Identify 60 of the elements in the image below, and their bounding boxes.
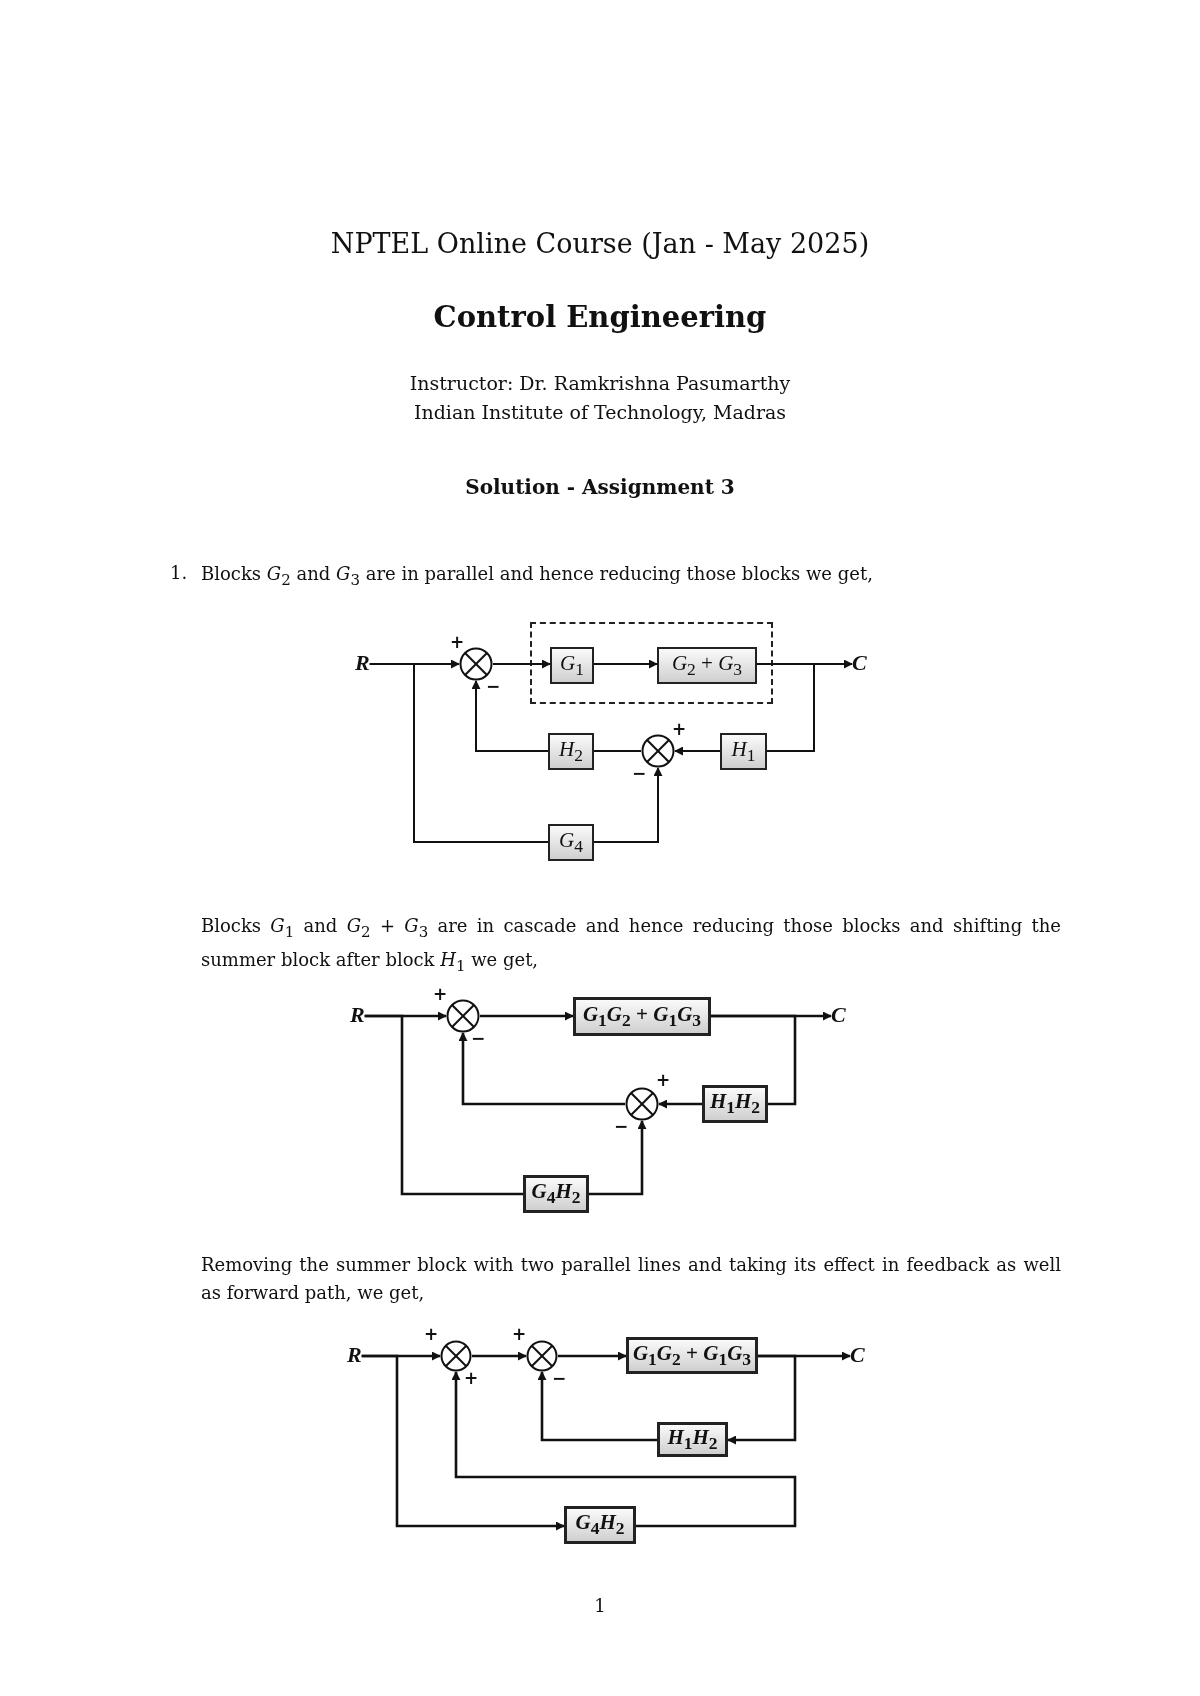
transfer-function-block: H$_{1}$H$_{2}$ — [702, 1085, 768, 1123]
signal-arrow — [492, 659, 551, 669]
transfer-function-block: G$_{2}$ + G$_{3}$ — [657, 647, 757, 684]
transfer-function-block: G$_{1}$G$_{2}$ + G$_{1}$G$_{3}$ — [626, 1337, 758, 1374]
transfer-function-block: G$_{4}$ — [548, 824, 594, 861]
sign-label: − — [486, 678, 501, 695]
signal-line — [756, 663, 815, 752]
signal-arrow — [537, 1371, 657, 1442]
sign-label: + — [464, 1370, 479, 1387]
signal-label: R — [355, 652, 370, 674]
sign-label: − — [632, 765, 647, 782]
transfer-function-block: G$_{4}$H$_{2}$ — [564, 1506, 636, 1544]
sign-label: + — [433, 986, 448, 1003]
signal-label: C — [831, 1004, 846, 1026]
sign-label: + — [656, 1072, 671, 1089]
signal-label: C — [852, 652, 867, 674]
signal-label: C — [850, 1344, 865, 1366]
signal-arrow — [472, 1351, 527, 1361]
signal-arrow — [451, 1371, 797, 1528]
page-title: NPTEL Online Course (Jan - May 2025) — [329, 228, 871, 259]
signal-line — [368, 663, 549, 843]
signal-line — [364, 1014, 523, 1196]
dashed-boundary — [530, 622, 773, 704]
heading: Control Engineering — [432, 300, 768, 334]
transfer-function-block: G$_{1}$ — [550, 647, 594, 684]
sign-label: + — [512, 1326, 527, 1343]
signal-label: R — [347, 1344, 362, 1366]
sign-label: + — [672, 721, 687, 738]
sign-label: − — [614, 1118, 629, 1135]
signal-arrow — [593, 767, 663, 843]
signal-arrow — [674, 746, 721, 756]
paragraph: Blocks G$_{2}$ and G$_{3}$ are in parallel and hence reducing those blocks we get, — [201, 562, 874, 591]
sign-label: + — [450, 634, 465, 651]
signal-arrow — [458, 1032, 625, 1106]
sign-label: + — [424, 1326, 439, 1343]
signal-arrow — [471, 680, 549, 752]
transfer-function-block: H$_{2}$ — [548, 733, 594, 770]
subheading: Solution - Assignment 3 — [464, 475, 736, 499]
signal-arrow — [658, 1099, 702, 1109]
transfer-function-block: G$_{1}$G$_{2}$ + G$_{1}$G$_{3}$ — [573, 997, 711, 1036]
page-number: 1 — [593, 1595, 607, 1616]
paragraph: Removing the summer block with two parallel lines and taking its effect in feedback as well as forward path, we get, — [201, 1253, 1061, 1305]
signal-arrow — [589, 1120, 647, 1196]
transfer-function-block: H$_{1}$H$_{2}$ — [657, 1422, 728, 1457]
transfer-function-block: H$_{1}$ — [720, 733, 767, 770]
signal-arrow — [480, 1011, 574, 1021]
signal-line — [593, 750, 642, 752]
signal-arrow — [558, 1351, 627, 1361]
signal-line — [711, 1014, 797, 1106]
signal-label: R — [350, 1004, 365, 1026]
signal-arrow — [593, 659, 658, 669]
item-number: 1. — [170, 562, 188, 583]
institute-line: Indian Institute of Technology, Madras — [412, 401, 788, 423]
paragraph: Blocks G$_{1}$ and G$_{2}$ + G$_{3}$ are in cascade and hence reducing those blocks and shifting the summer block after block H$_{1}$ we get, — [201, 914, 1061, 977]
transfer-function-block: G$_{4}$H$_{2}$ — [523, 1175, 589, 1213]
instructor-line: Instructor: Dr. Ramkrishna Pasumarthy — [408, 372, 792, 394]
sign-label: − — [471, 1030, 486, 1047]
sign-label: − — [552, 1370, 567, 1387]
signal-arrow — [727, 1354, 797, 1445]
signal-arrow — [361, 1354, 565, 1531]
